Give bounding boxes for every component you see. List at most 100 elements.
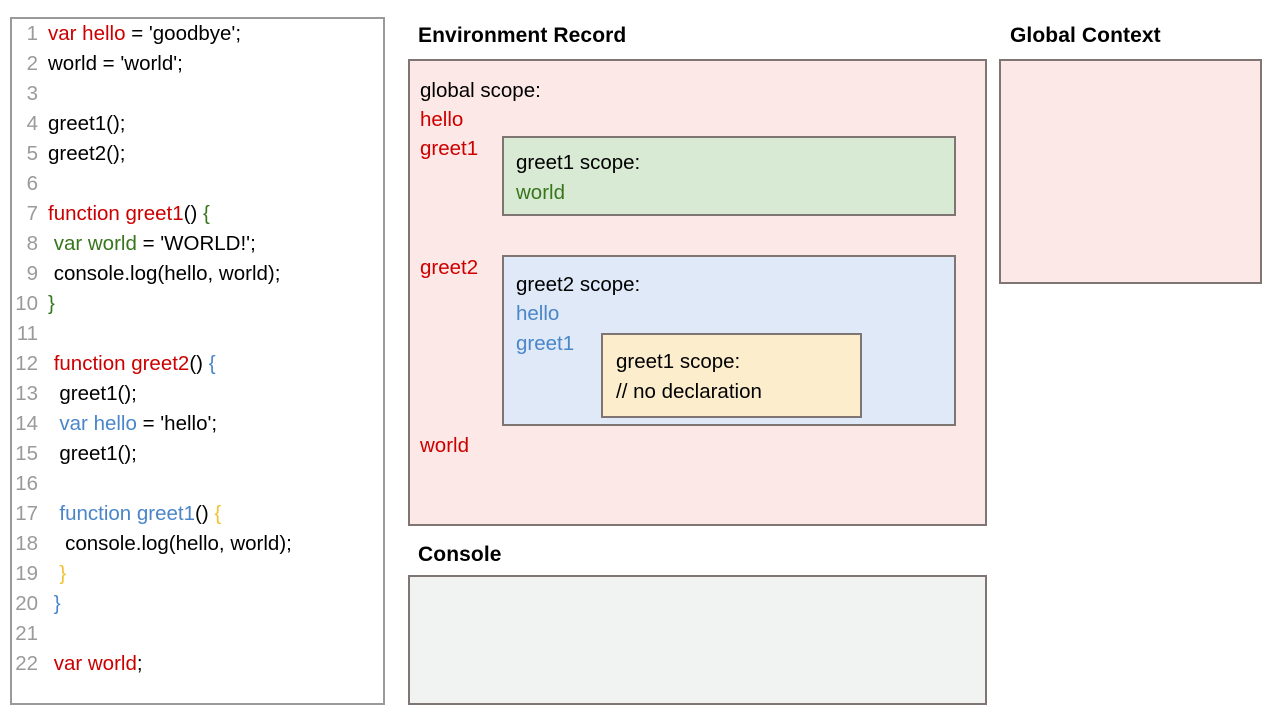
- code-line-text: function greet1() {: [48, 199, 210, 229]
- code-line[interactable]: 18 console.log(hello, world);: [12, 529, 383, 559]
- code-token: greet1();: [48, 442, 137, 465]
- line-number: 4: [26, 112, 38, 135]
- code-line-text: var hello = 'hello';: [48, 409, 217, 439]
- code-line-text: greet1();: [48, 439, 137, 469]
- code-line-text: }: [48, 289, 55, 319]
- code-token: (): [189, 352, 209, 375]
- global-context-title: Global Context: [1010, 24, 1161, 47]
- line-number: 9: [26, 262, 38, 285]
- code-token: ;: [136, 652, 143, 675]
- greet1-inner-scope-note: // no declaration: [616, 380, 762, 403]
- code-line[interactable]: 12 function greet2() {: [12, 349, 383, 379]
- code-line[interactable]: 10}: [12, 289, 383, 319]
- code-token: [48, 412, 59, 435]
- code-token: function greet1: [59, 502, 196, 525]
- code-line[interactable]: 20 }: [12, 589, 383, 619]
- code-line[interactable]: 3: [12, 79, 383, 109]
- code-line[interactable]: 7 function greet1() {: [12, 199, 383, 229]
- code-line-text: function greet2() {: [48, 349, 216, 379]
- code-line[interactable]: 17 function greet1() {: [12, 499, 383, 529]
- code-line[interactable]: 15 greet1();: [12, 439, 383, 469]
- code-token: var hello: [59, 412, 137, 435]
- greet1-inner-scope-label: greet1 scope:: [616, 350, 741, 373]
- global-binding-hello: hello: [420, 108, 464, 131]
- code-line-text: var world;: [48, 649, 143, 679]
- code-line[interactable]: 13 greet1();: [12, 379, 383, 409]
- code-line[interactable]: 6: [12, 169, 383, 199]
- code-line-text: world = 'world';: [48, 49, 183, 79]
- environment-record-title: Environment Record: [418, 24, 627, 47]
- global-binding-greet1: greet1: [420, 137, 479, 160]
- code-line[interactable]: 22 var world;: [12, 649, 383, 679]
- greet1-scope-box: [502, 136, 956, 216]
- line-number: 17: [15, 502, 38, 525]
- line-number: 8: [26, 232, 38, 255]
- greet1-scope-label: greet1 scope:: [516, 151, 641, 174]
- code-line[interactable]: 8 var world = 'WORLD!';: [12, 229, 383, 259]
- code-token: function greet1: [48, 202, 184, 225]
- code-line[interactable]: 16: [12, 469, 383, 499]
- global-binding-greet2: greet2: [420, 256, 479, 279]
- code-line[interactable]: 4 greet1();: [12, 109, 383, 139]
- code-line-text: console.log(hello, world);: [48, 259, 281, 289]
- line-number: 1: [26, 22, 38, 45]
- code-token: = 'hello';: [136, 412, 218, 435]
- code-token: console.log(hello, world);: [48, 262, 281, 285]
- line-number: 19: [15, 562, 38, 585]
- code-line[interactable]: 14 var hello = 'hello';: [12, 409, 383, 439]
- line-number: 5: [26, 142, 38, 165]
- code-token: greet1();: [48, 382, 137, 405]
- line-number: 14: [15, 412, 38, 435]
- code-line[interactable]: 19 }: [12, 559, 383, 589]
- code-line[interactable]: 2 world = 'world';: [12, 49, 383, 79]
- line-number: 16: [15, 472, 38, 495]
- line-number: 13: [15, 382, 38, 405]
- code-token: var world: [53, 652, 137, 675]
- code-token: [48, 502, 59, 525]
- code-token: {: [208, 352, 216, 375]
- line-number: 15: [15, 442, 38, 465]
- line-number: 21: [15, 622, 38, 645]
- code-line-text: }: [48, 559, 66, 589]
- line-number: 7: [26, 202, 38, 225]
- greet2-binding-hello: hello: [516, 302, 560, 325]
- global-context-box: [999, 59, 1262, 284]
- global-binding-world: world: [420, 434, 469, 457]
- greet2-scope-label: greet2 scope:: [516, 273, 641, 296]
- code-token: = 'WORLD!';: [136, 232, 256, 255]
- code-token: (): [195, 502, 215, 525]
- code-token: console.log(hello, world);: [48, 532, 292, 555]
- code-line-text: greet1();: [48, 109, 125, 139]
- code-line[interactable]: 11: [12, 319, 383, 349]
- code-token: }: [48, 292, 55, 315]
- code-line-text: var hello = 'goodbye';: [48, 19, 241, 49]
- code-token: world = 'world';: [48, 52, 183, 75]
- code-line[interactable]: 21: [12, 619, 383, 649]
- code-line[interactable]: 9 console.log(hello, world);: [12, 259, 383, 289]
- code-token: var world: [53, 232, 137, 255]
- line-number: 6: [26, 172, 38, 195]
- code-token: [48, 562, 59, 585]
- code-token: = 'goodbye';: [125, 22, 242, 45]
- line-number: 2: [26, 52, 38, 75]
- code-token: {: [202, 202, 210, 225]
- global-scope-label: global scope:: [420, 79, 541, 102]
- code-token: greet1();: [48, 112, 126, 135]
- greet1-inner-scope-box: [601, 333, 862, 418]
- code-line-text: }: [48, 589, 61, 619]
- code-line-text: greet2();: [48, 139, 125, 169]
- code-editor-panel[interactable]: 1 var hello = 'goodbye'; 2 world = 'world';…: [10, 17, 385, 705]
- code-line[interactable]: 5 greet2();: [12, 139, 383, 169]
- line-number: 12: [15, 352, 38, 375]
- code-token: (): [183, 202, 203, 225]
- greet2-binding-greet1: greet1: [516, 332, 575, 355]
- code-token: var hello: [48, 22, 126, 45]
- line-number: 3: [26, 82, 38, 105]
- console-output-box[interactable]: [408, 575, 987, 705]
- code-line[interactable]: 1 var hello = 'goodbye';: [12, 19, 383, 49]
- code-token: function greet2: [53, 352, 190, 375]
- code-token: greet2();: [48, 142, 126, 165]
- console-title: Console: [418, 543, 502, 566]
- code-line-text: console.log(hello, world);: [48, 529, 292, 559]
- line-number: 20: [15, 592, 38, 615]
